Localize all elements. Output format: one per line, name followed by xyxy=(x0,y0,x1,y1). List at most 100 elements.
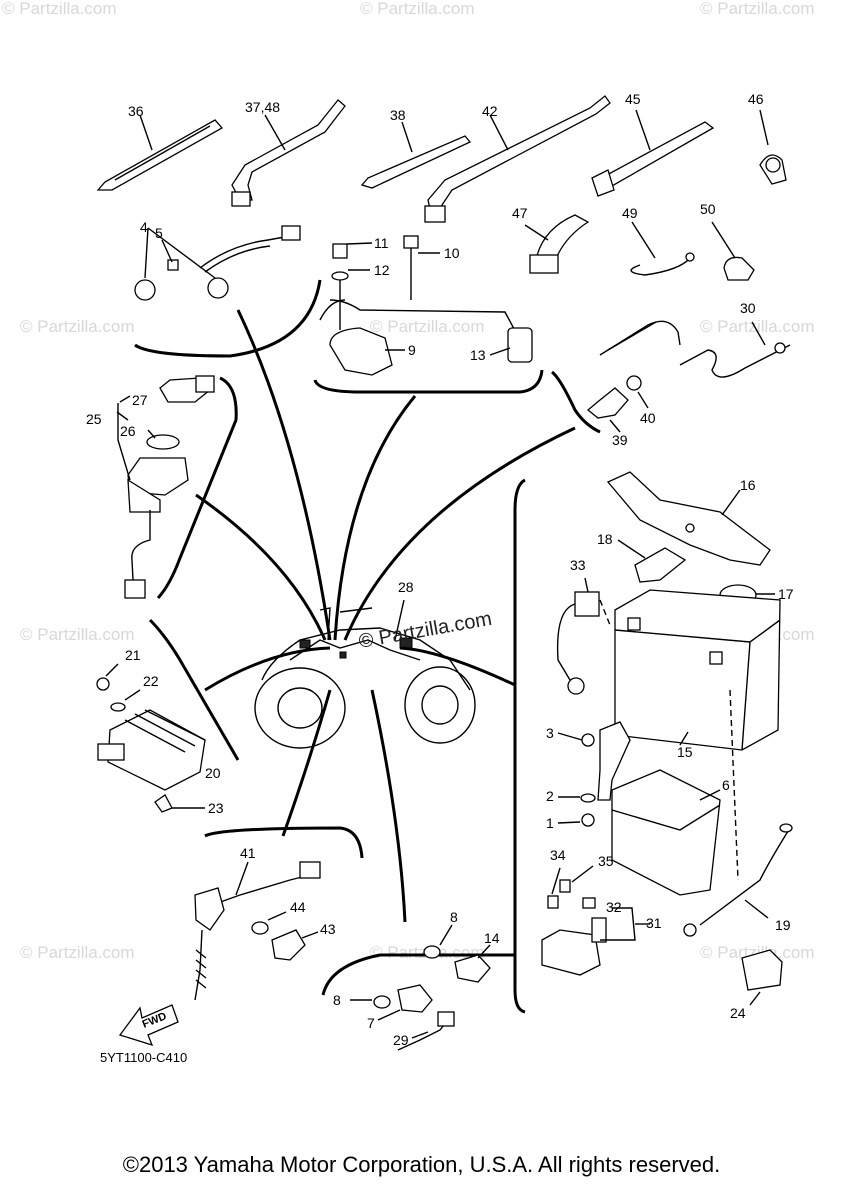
cable-tie-42 xyxy=(424,95,611,223)
callout-7: 7 xyxy=(367,1015,375,1031)
bracket-2 xyxy=(557,721,631,827)
callout-23: 23 xyxy=(208,800,224,816)
callout-37-48: 37,48 xyxy=(245,99,280,115)
sensors-group xyxy=(350,924,491,1051)
callout-25: 25 xyxy=(86,411,102,427)
callout-49: 49 xyxy=(622,205,638,221)
callout-42: 42 xyxy=(482,103,498,119)
watermark: © Partzilla.com xyxy=(700,317,815,336)
clamp-46 xyxy=(759,109,787,185)
callout-26: 26 xyxy=(120,423,136,439)
callout-11: 11 xyxy=(374,235,389,251)
callout-29: 29 xyxy=(393,1032,409,1048)
watermark: © Partzilla.com xyxy=(370,317,485,336)
battery-15 xyxy=(614,589,781,751)
callout-22: 22 xyxy=(143,673,159,689)
copyright-notice: ©2013 Yamaha Motor Corporation, U.S.A. A… xyxy=(122,1152,721,1177)
callout-9: 9 xyxy=(408,342,416,358)
callout-20: 20 xyxy=(205,765,221,781)
neutral-switch-41 xyxy=(194,861,321,1001)
callout-18: 18 xyxy=(597,531,613,547)
rectifier-regulator xyxy=(96,663,206,813)
fuse-box-24 xyxy=(741,949,783,1006)
callout-8-lower: 8 xyxy=(333,992,341,1008)
dashed-connections xyxy=(599,599,739,881)
fwd-arrow: FWD xyxy=(118,1004,179,1047)
leader-lines xyxy=(195,309,576,923)
callout-41: 41 xyxy=(240,845,256,861)
sub-harness-4 xyxy=(134,225,301,301)
cover-18 xyxy=(617,539,687,583)
callout-17: 17 xyxy=(778,586,794,602)
callout-44: 44 xyxy=(290,899,306,915)
ecu-6 xyxy=(611,769,721,896)
callout-34: 34 xyxy=(550,847,566,863)
watermark: © Partzilla.com xyxy=(20,317,135,336)
callout-28: 28 xyxy=(398,579,414,595)
group-bracket-neutral xyxy=(204,826,364,859)
watermark: © Partzilla.com xyxy=(20,943,135,962)
starter-relay-assembly xyxy=(541,865,650,976)
cable-tie-37-48 xyxy=(231,99,346,207)
callout-14: 14 xyxy=(484,930,500,946)
callout-1: 1 xyxy=(546,815,554,831)
callout-30: 30 xyxy=(740,300,756,316)
callout-27: 27 xyxy=(132,392,148,408)
callout-16: 16 xyxy=(740,477,756,493)
callout-labels: 36 37,48 38 42 45 46 4 5 11 10 12 9 13 4… xyxy=(86,91,794,1048)
watermark: © Partzilla.com xyxy=(20,625,135,644)
callout-46: 46 xyxy=(748,91,764,107)
battery-bracket-16 xyxy=(606,471,771,566)
group-bracket-sensor xyxy=(551,370,601,434)
callout-50: 50 xyxy=(700,201,716,217)
diagram-code: 5YT1100-C410 xyxy=(100,1050,187,1065)
stay-43 xyxy=(271,929,319,961)
watermark: © Partzilla.com xyxy=(360,0,475,18)
callout-4: 4 xyxy=(140,219,148,235)
callout-5: 5 xyxy=(155,225,163,241)
callout-31: 31 xyxy=(646,915,662,931)
group-bracket-4 xyxy=(134,279,322,358)
ignition-coil-assembly xyxy=(319,235,533,376)
callout-40: 40 xyxy=(640,410,656,426)
watermark: © Partzilla.com xyxy=(700,943,815,962)
callout-38: 38 xyxy=(390,107,406,123)
cable-tie-45 xyxy=(591,109,715,197)
callout-13: 13 xyxy=(470,347,486,363)
callout-3: 3 xyxy=(546,725,554,741)
clamp-47 xyxy=(524,214,590,274)
thermo-switch-39 xyxy=(586,387,629,433)
callout-6: 6 xyxy=(722,777,730,793)
callout-8-upper: 8 xyxy=(450,909,458,925)
battery-lead-19 xyxy=(683,823,793,937)
group-bracket-electrical xyxy=(513,478,526,1014)
callout-36: 36 xyxy=(128,103,144,119)
bolt-44 xyxy=(251,911,287,935)
cap-40 xyxy=(626,375,649,409)
callout-24: 24 xyxy=(730,1005,746,1021)
callout-45: 45 xyxy=(625,91,641,107)
callout-2: 2 xyxy=(546,788,554,804)
callout-10: 10 xyxy=(444,245,460,261)
cable-tie-36 xyxy=(96,114,224,191)
callout-12: 12 xyxy=(374,262,390,278)
callout-47: 47 xyxy=(512,205,528,221)
callout-19: 19 xyxy=(775,917,791,933)
callout-15: 15 xyxy=(677,744,693,760)
callout-35: 35 xyxy=(598,853,614,869)
group-bracket-sensors xyxy=(321,953,515,996)
callout-32: 32 xyxy=(606,899,622,915)
cable-tie-38 xyxy=(360,121,472,189)
clip-49 xyxy=(630,221,695,276)
group-bracket-regulator xyxy=(148,618,240,761)
clamp-50 xyxy=(711,221,755,281)
group-bracket-coil xyxy=(313,369,544,394)
callout-21: 21 xyxy=(125,647,141,663)
group-bracket-switch xyxy=(156,376,238,600)
center-watermark: © Partzilla.com xyxy=(357,608,494,653)
sensor-lead-30 xyxy=(599,320,791,378)
watermark: © Partzilla.com xyxy=(700,0,815,18)
lead-33 xyxy=(556,577,600,695)
main-switch-assembly xyxy=(116,375,215,599)
